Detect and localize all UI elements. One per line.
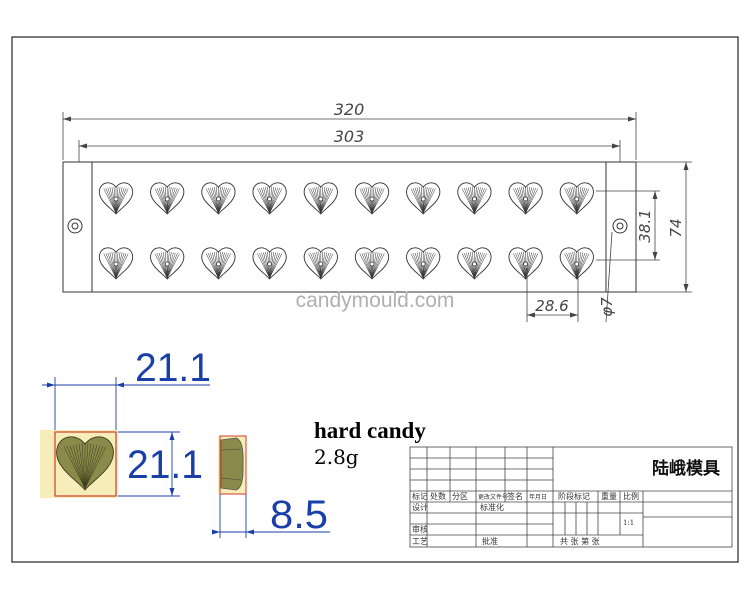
tb-count: 处数	[430, 491, 446, 501]
tb-mark: 标记	[412, 491, 428, 501]
dim-overall-width: 74	[667, 218, 685, 237]
arrow-right-303	[612, 143, 620, 149]
product-weight: 2.8g	[314, 445, 359, 469]
company-name: 陆峨模具	[652, 458, 720, 479]
drawing-frame	[11, 36, 739, 563]
dim-inner-length: 303	[334, 127, 365, 146]
dim-cavity-height: 21.1	[127, 443, 203, 487]
cavity	[508, 247, 543, 280]
arrow-right-28	[570, 312, 578, 318]
dim-cavity-pitch: 28.6	[535, 297, 568, 315]
title-block-text: 标记 处数 分区 更改文件号 签名 年月日 设计 标准化 审核 工艺 批准 阶段…	[412, 458, 720, 546]
outer-plate	[62, 161, 637, 293]
cavity	[252, 182, 287, 215]
arrow-right-320	[628, 116, 636, 122]
arrow-bottom-74	[683, 284, 689, 292]
cavity	[252, 247, 287, 280]
tb-scale: 比例	[623, 491, 639, 501]
cavity	[201, 247, 236, 280]
tb-scale-value: 1:1	[623, 519, 634, 527]
dim-hole-diameter: φ7	[598, 297, 616, 317]
tb-zone: 分区	[452, 492, 468, 501]
cavity	[303, 182, 338, 215]
watermark: candymould.com	[296, 289, 455, 312]
arrow-bottom-38	[652, 252, 658, 260]
cavity	[98, 182, 134, 215]
cavity	[201, 182, 236, 215]
tb-date: 年月日	[529, 493, 547, 501]
tb-change-doc: 更改文件号	[478, 493, 508, 501]
mounting-hole-right	[612, 218, 628, 234]
cavity	[150, 182, 185, 215]
dim-overall-length: 320	[334, 100, 365, 119]
tb-review: 审核	[412, 524, 428, 534]
arrow-d-right	[246, 529, 254, 535]
cavity	[406, 182, 441, 215]
arrow-top-38	[652, 191, 658, 199]
cavity	[457, 182, 492, 215]
cavity	[150, 247, 185, 280]
tb-approve: 批准	[482, 536, 498, 546]
tb-process: 工艺	[412, 537, 428, 546]
title-block	[409, 446, 733, 548]
inner-plate	[91, 161, 607, 293]
dim-cavity-depth: 8.5	[270, 493, 328, 537]
tb-standardize: 标准化	[480, 502, 504, 512]
candy-heart-detail	[56, 436, 114, 491]
arrow-left-28	[527, 312, 535, 318]
arrow-d-left	[212, 529, 220, 535]
detail-view: 21.1 21.1 8.5 hard candy 2.8g	[40, 346, 426, 538]
tb-weight: 重量	[601, 491, 617, 501]
tb-sheet: 共 张 第 张	[560, 536, 600, 546]
cavity	[303, 247, 338, 280]
cavity	[354, 182, 390, 215]
arrow-w-left	[47, 382, 55, 388]
dim-cavity-width: 21.1	[135, 346, 211, 390]
arrow-h-top	[169, 432, 175, 440]
candy-outline-box	[54, 431, 117, 497]
arrow-left-320	[63, 116, 71, 122]
cavity	[406, 247, 441, 280]
arrow-top-74	[683, 162, 689, 170]
top-view: 320 303 38.1	[62, 100, 692, 323]
cavity	[559, 182, 594, 215]
dim-row-pitch: 38.1	[636, 209, 654, 242]
cavity	[98, 247, 134, 280]
arrow-left-303	[79, 143, 87, 149]
cavity	[457, 247, 492, 280]
cavity-grid	[98, 182, 594, 280]
arrow-w-right	[116, 382, 124, 388]
tb-design: 设计	[412, 502, 428, 512]
cavity	[559, 247, 594, 280]
cavity	[508, 182, 543, 215]
arrow-h-bottom	[169, 488, 175, 496]
leader-hole-diameter	[605, 231, 613, 323]
tb-stage-mark: 阶段标记	[558, 491, 590, 501]
product-name: hard candy	[314, 418, 426, 443]
cavity	[354, 247, 390, 280]
candy-side-view	[218, 435, 247, 495]
tb-signature: 签名	[507, 491, 523, 501]
mounting-hole-left	[67, 218, 83, 234]
